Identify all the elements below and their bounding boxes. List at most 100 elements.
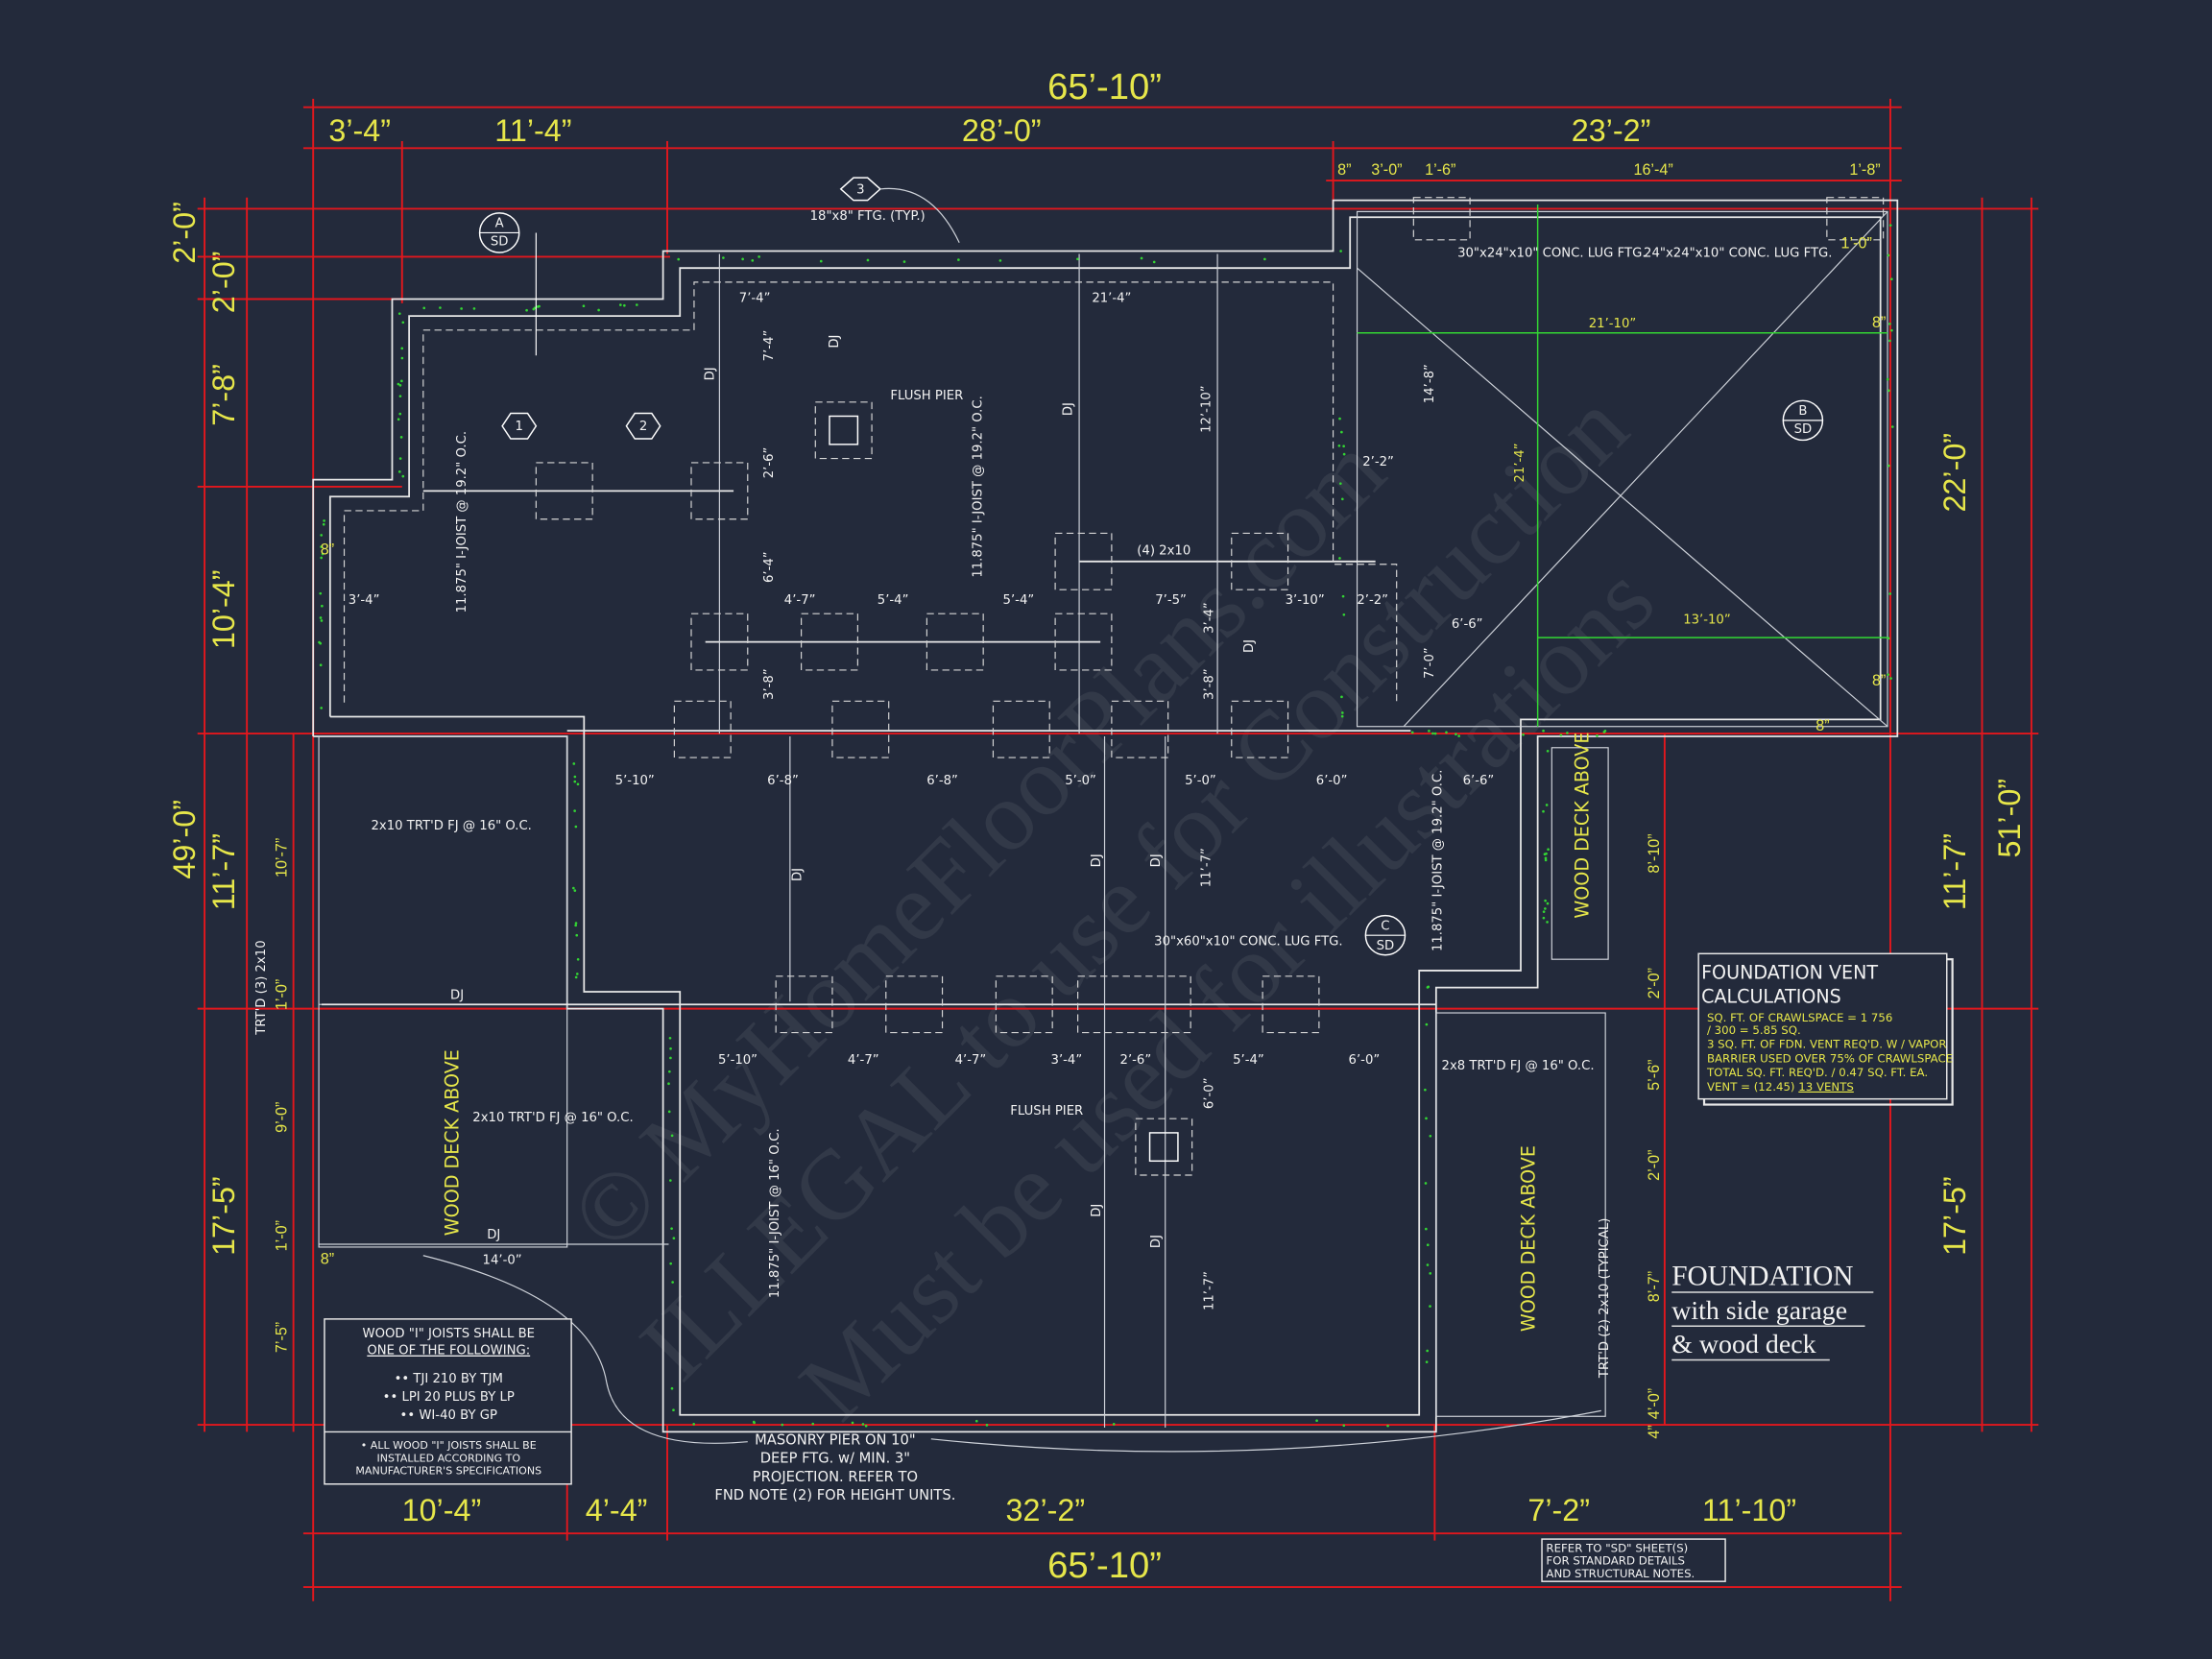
joist-note-footer: INSTALLED ACCORDING TO [376, 1452, 520, 1464]
rebar-dot [575, 933, 579, 937]
ijoist-label-3: 11.875" I-JOIST @ 19.2" O.C. [1431, 770, 1446, 951]
rebar-dot [1425, 1117, 1428, 1120]
vent-calc-line: 3 SQ. FT. OF FDN. VENT REQ'D. W / VAPOR [1707, 1038, 1947, 1051]
rebar-dot [692, 1423, 696, 1426]
sd-note-line: AND STRUCTURAL NOTES. [1546, 1567, 1695, 1580]
rebar-dot [1427, 985, 1431, 989]
rebar-dot [1152, 260, 1156, 264]
rebar-dot [669, 1179, 672, 1182]
rebar-dot [397, 382, 400, 386]
rebar-dot [1338, 557, 1341, 560]
idim: 8” [1872, 672, 1886, 689]
foundation-walls [312, 199, 1899, 1433]
rebar-dot [669, 1056, 672, 1060]
rebar-dot [323, 519, 325, 522]
rebar-dot [532, 307, 536, 311]
rebar-dot [722, 256, 725, 259]
idim: 2’-6” [762, 447, 777, 479]
vent-calc-title-1: FOUNDATION VENT [1701, 962, 1878, 984]
rebar-dot [672, 1408, 675, 1412]
rebar-dot [671, 1281, 674, 1284]
ijoist-label-4: 11.875" I-JOIST @ 16" O.C. [768, 1128, 782, 1298]
idim: 4’-7” [848, 1053, 879, 1068]
rebar-dot [998, 259, 1002, 262]
dim-right-4: 17’-5” [1937, 1176, 1972, 1256]
idim: 5’-0” [1065, 774, 1096, 788]
rebar-dot [781, 1423, 784, 1427]
idim: 4’-7” [955, 1053, 987, 1068]
rebar-dot [751, 258, 755, 262]
note-tag-1: 1 [516, 420, 523, 434]
vent-calc-line: SQ. FT. OF CRAWLSPACE = 1 756 [1707, 1011, 1892, 1024]
rebar-dot [1424, 1182, 1428, 1185]
vent-calc-line: TOTAL SQ. FT. REQ'D. / 0.47 SQ. FT. EA. [1706, 1066, 1928, 1079]
joist-note-footer: MANUFACTURER'S SPECIFICATIONS [355, 1465, 541, 1478]
rebar-dot [460, 307, 463, 310]
rebar-dot [1428, 729, 1431, 733]
rebar-dot [574, 825, 578, 829]
rebar-dot [861, 1423, 865, 1426]
rebar-dot [974, 1419, 978, 1423]
rebar-dot [1547, 848, 1550, 852]
idim: 5’-10” [718, 1053, 757, 1068]
rebar-dot [1342, 1424, 1346, 1428]
idim: 7’-0” [1423, 647, 1437, 679]
sd-note-line: REFER TO "SD" SHEET(S) [1546, 1541, 1688, 1554]
dim-right-small-1: 8’-10” [1646, 833, 1663, 873]
rebar-dot [1445, 731, 1448, 734]
rebar-dot [320, 707, 324, 709]
rebar-dot [1340, 711, 1344, 714]
dim-left-6: 11’-7” [206, 833, 241, 910]
idim: 14’-8” [1423, 364, 1437, 403]
rebar-dot [1425, 1360, 1429, 1363]
idim: 7’-4” [739, 291, 771, 305]
dim-left-4: 10’-4” [206, 569, 241, 649]
rebar-dot [1340, 430, 1343, 434]
dj-label: DJ [1149, 1235, 1164, 1248]
rebar-dot [320, 534, 324, 537]
idim: 5’-4” [1233, 1053, 1264, 1068]
idim: 6’-6” [1463, 774, 1495, 788]
dim-top-small-5: 1’-8” [1849, 161, 1880, 179]
idim: 5’-0” [1185, 774, 1216, 788]
idim: 6’-0” [1349, 1053, 1381, 1068]
section-c-sheet: SD [1377, 939, 1395, 953]
rebar-dot [667, 1082, 670, 1086]
rebar-dot [573, 775, 577, 779]
rebar-dot [1596, 734, 1599, 737]
rebar-dot [400, 379, 403, 383]
rebar-dot [1889, 677, 1892, 680]
dim-bottom-1: 10’-4” [402, 1493, 482, 1527]
rebar-dot [319, 641, 323, 645]
rebar-dot [1340, 714, 1344, 718]
dj-label: DJ [487, 1228, 500, 1242]
idim: 5’-10” [615, 774, 655, 788]
rebar-dot [401, 321, 405, 325]
dj-label: DJ [1242, 639, 1257, 653]
rebar-dot [752, 1420, 756, 1424]
rebar-dot [1888, 592, 1892, 595]
beam-label: (4) 2x10 [1137, 543, 1190, 558]
masonry-note-3: PROJECTION. REFER TO [753, 1469, 918, 1485]
rebar-dot [1542, 916, 1546, 920]
dim-overall-bottom: 65’-10” [1047, 1545, 1162, 1586]
rebar-dot [1341, 594, 1345, 598]
ftg-tag: 3 [856, 182, 864, 197]
rebar-dot [1542, 910, 1546, 913]
rebar-dot [1887, 464, 1890, 468]
section-b-label: B [1798, 404, 1807, 419]
idim: 1’-0” [1841, 235, 1872, 252]
idim: 8” [1815, 717, 1829, 734]
idim: 6’-4” [762, 551, 777, 583]
rebar-dot [1426, 1263, 1430, 1266]
rebar-dot [866, 258, 870, 262]
rebar-dot [667, 1110, 671, 1114]
interior-dimensions: 7’-4” 21’-4” 21’-10” 14’-8” 21’-4” 7’-4”… [321, 235, 1887, 1310]
rebar-dot [811, 1422, 815, 1426]
idim: 11’-7” [1200, 848, 1214, 887]
rebar-dot [1340, 497, 1344, 501]
rebar-dot [573, 780, 577, 783]
rebar-dot [572, 762, 576, 765]
rebar-dot [1425, 1227, 1428, 1231]
rebar-dot [1544, 858, 1548, 862]
